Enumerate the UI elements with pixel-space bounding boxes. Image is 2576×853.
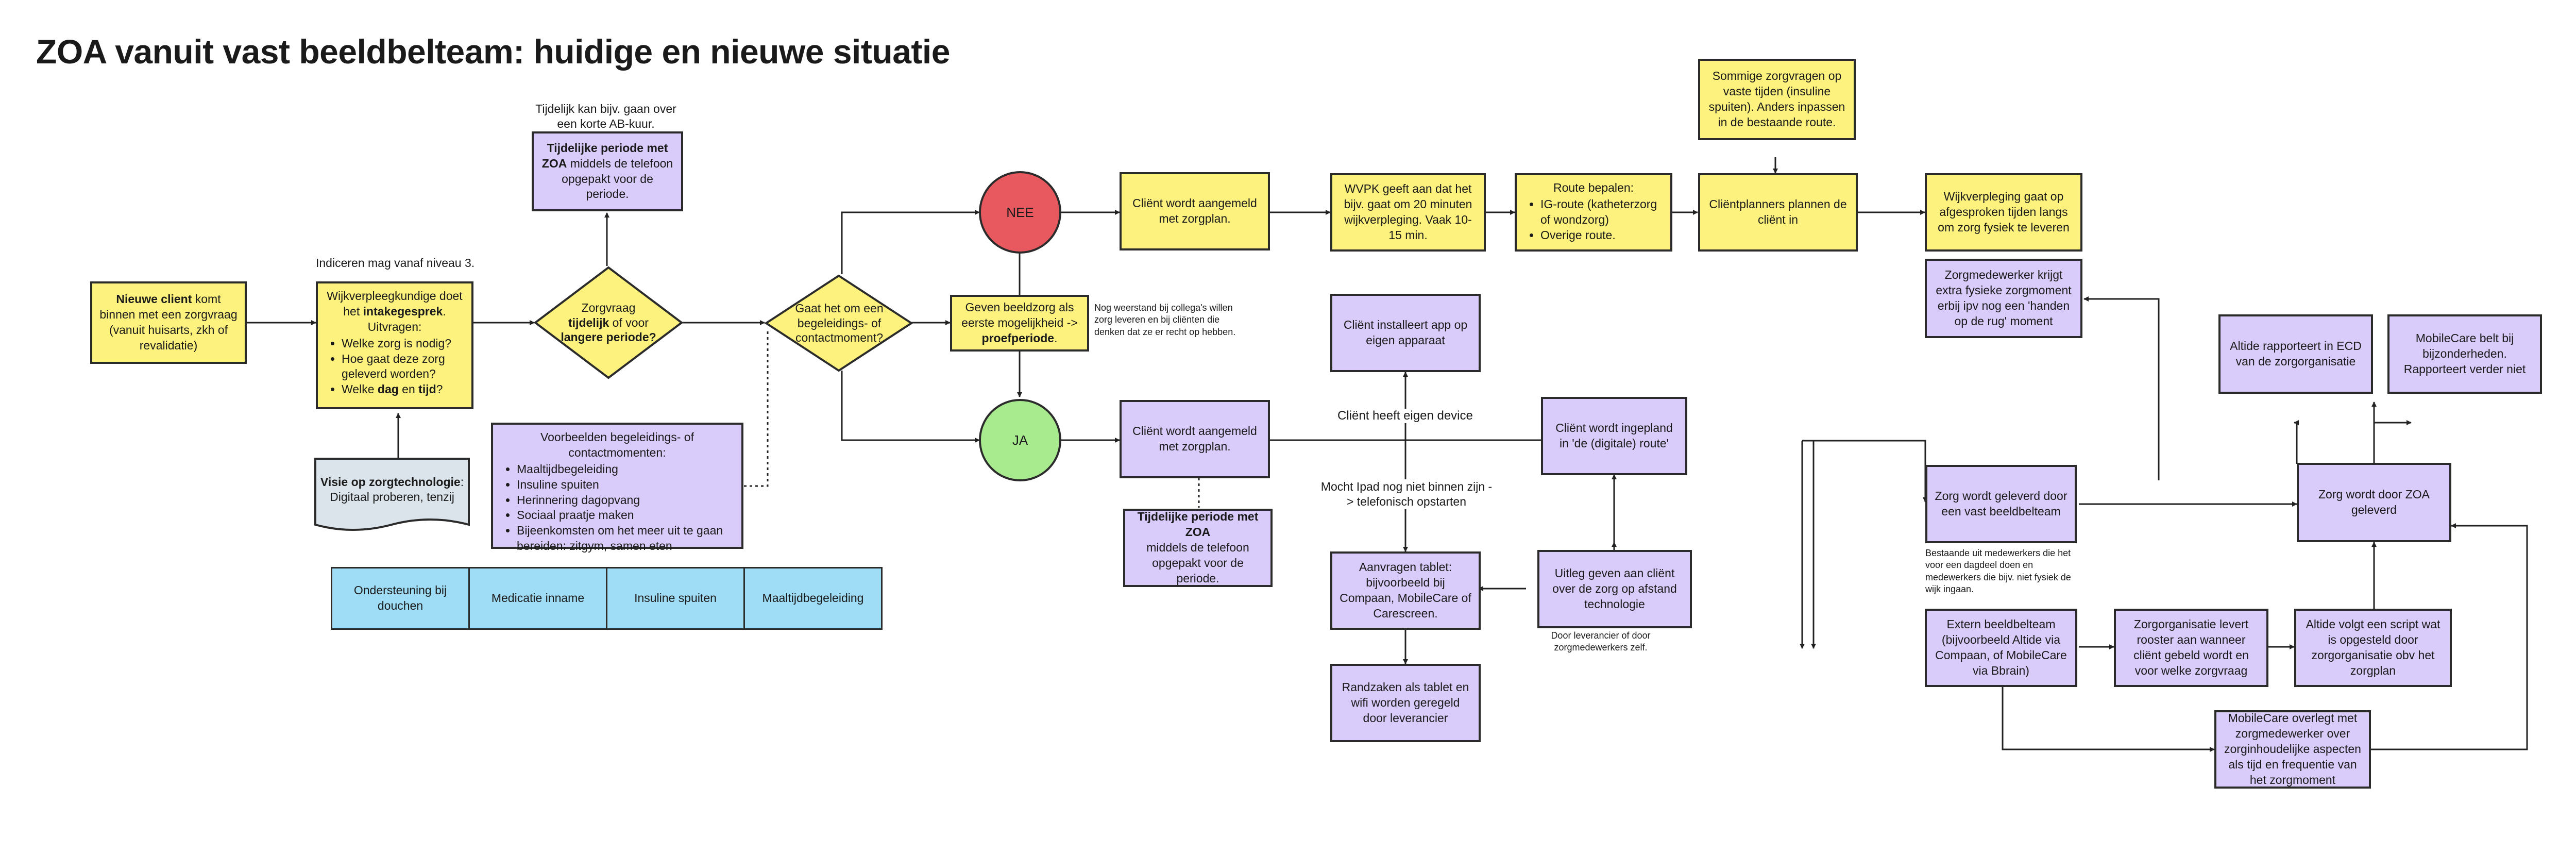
indiceren-note: Indiceren mag vanaf niveau 3. (316, 256, 475, 270)
nee-circle (979, 171, 1061, 254)
bestaande-note: Bestaande uit medewerkers die het voor e… (1925, 548, 2071, 595)
roster-box: Zorgorganisatie levert rooster aan wanne… (2114, 609, 2268, 687)
temporary-period-box-top: Tijdelijke periode met ZOA middels de te… (532, 131, 683, 211)
zoa-delivered-box: Zorg wordt door ZOA geleverd (2297, 463, 2451, 542)
visie-document-shape (314, 458, 470, 531)
planners-box: Cliëntplanners plannen de cliënt in (1698, 173, 1858, 252)
sommige-zorgvragen-box: Sommige zorgvragen op vaste tijden (insu… (1698, 59, 1856, 140)
ja-circle (979, 399, 1061, 481)
visie-box: Visie op zorgtechnologie: Digitaal probe… (320, 475, 464, 504)
begeleidings-diamond-shape (765, 274, 913, 372)
nee-label: NEE (1006, 204, 1034, 220)
tab-cell-maaltijd: Maaltijdbegeleiding (743, 567, 883, 630)
script-box: Altide volgt een script wat is opgesteld… (2294, 609, 2452, 687)
scheduled-route-box: Cliënt wordt ingepland in 'de (digitale)… (1541, 397, 1687, 475)
zorgvraag-diamond-shape (534, 266, 683, 379)
door-leverancier-note: Door leverancier of door zorgmedewerkers… (1551, 630, 1651, 653)
fixed-team-box: Zorg wordt geleverd door een vast beeldb… (1925, 465, 2077, 543)
weerstand-note: Nog weerstand bij collega's willen zorg … (1094, 303, 1236, 337)
route-box: Route bepalen: IG-route (katheterzorg of… (1515, 173, 1672, 252)
randzaken-box: Randzaken als tablet en wifi worden gere… (1330, 664, 1481, 742)
eigen-device-label: Cliënt heeft eigen device (1335, 409, 1475, 423)
zorgvraag-diamond: Zorgvraag tijdelijk of voor langere peri… (561, 300, 656, 344)
ja-label: JA (1012, 432, 1028, 448)
ecd-report-box: Altide rapporteert in ECD van de zorgorg… (2218, 314, 2373, 394)
mobilecare-consult-box: MobileCare overlegt met zorgmedewerker o… (2214, 710, 2371, 789)
page-title: ZOA vanuit vast beeldbelteam: huidige en… (36, 32, 950, 71)
examples-box: Voorbeelden begeleidings- of contactmome… (491, 423, 743, 553)
tab-cell-insuline: Insuline spuiten (606, 567, 745, 630)
wijkverpleging-box: Wijkverpleging gaat op afgesproken tijde… (1925, 173, 2082, 252)
registered-box-ja: Cliënt wordt aangemeld met zorgplan. (1120, 400, 1270, 478)
tab-cell-medicatie: Medicatie inname (468, 567, 607, 630)
ipad-label: Mocht Ipad nog niet binnen zijn -> telef… (1319, 479, 1494, 509)
tijdelijk-note: Tijdelijk kan bijv. gaan over een korte … (535, 102, 676, 130)
explain-technology-box: Uitleg geven aan cliënt over de zorg op … (1537, 550, 1692, 628)
intake-box: Wijkverpleegkundige doet het intakegespr… (316, 281, 473, 409)
install-app-box: Cliënt installeert app op eigen apparaat (1330, 294, 1481, 372)
extra-fysiek-box: Zorgmedewerker krijgt extra fysieke zorg… (1925, 259, 2082, 338)
begeleidings-diamond: Gaat het om een begeleidings- of contact… (795, 301, 884, 345)
new-client-box: Nieuwe client komt binnen met een zorgvr… (90, 281, 247, 364)
registered-box-nee: Cliënt wordt aangemeld met zorgplan. (1120, 172, 1270, 250)
request-tablet-box: Aanvragen tablet: bijvoorbeeld bij Compa… (1330, 551, 1481, 630)
external-team-box: Extern beeldbelteam (bijvoorbeeld Altide… (1925, 609, 2077, 687)
mobilecare-calls-box: MobileCare belt bij bijzonderheden. Rapp… (2387, 314, 2542, 394)
beeldzorg-box: Geven beeldzorg als eerste mogelijkheid … (950, 295, 1089, 352)
tab-cell-douchen: Ondersteuning bij douchen (331, 567, 470, 630)
wvpk-box: WVPK geeft aan dat het bijv. gaat om 20 … (1330, 173, 1486, 252)
temporary-period-box-bottom: Tijdelijke periode met ZOA middels de te… (1123, 509, 1273, 587)
